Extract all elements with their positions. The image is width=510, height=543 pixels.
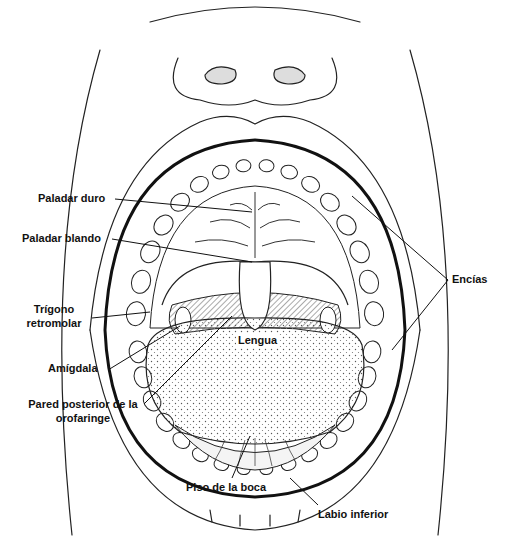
- tooth: [363, 301, 385, 327]
- tooth: [188, 173, 211, 195]
- tooth: [317, 190, 343, 215]
- part-label: Paladar duro: [38, 192, 105, 206]
- part-label: Pared posterior de la orofaringe: [26, 398, 140, 426]
- part-label: Labio inferior: [318, 508, 388, 522]
- tooth: [167, 190, 193, 215]
- tooth: [137, 238, 164, 267]
- tooth: [333, 211, 360, 239]
- tooth: [211, 163, 231, 181]
- tooth: [279, 163, 299, 181]
- tooth: [150, 211, 177, 239]
- tooth: [299, 173, 322, 195]
- part-label: Paladar blando: [22, 232, 101, 246]
- tooth: [346, 238, 373, 267]
- part-label: Encías: [452, 273, 487, 287]
- tooth: [259, 159, 275, 172]
- part-label: Amígdala: [48, 362, 98, 376]
- tooth: [362, 340, 382, 364]
- part-label: Trígono retromolar: [20, 303, 88, 331]
- tooth: [235, 159, 251, 172]
- tooth: [128, 268, 153, 296]
- tooth: [356, 268, 381, 296]
- part-label: Piso de la boca: [186, 481, 266, 495]
- part-label: Lengua: [236, 334, 279, 348]
